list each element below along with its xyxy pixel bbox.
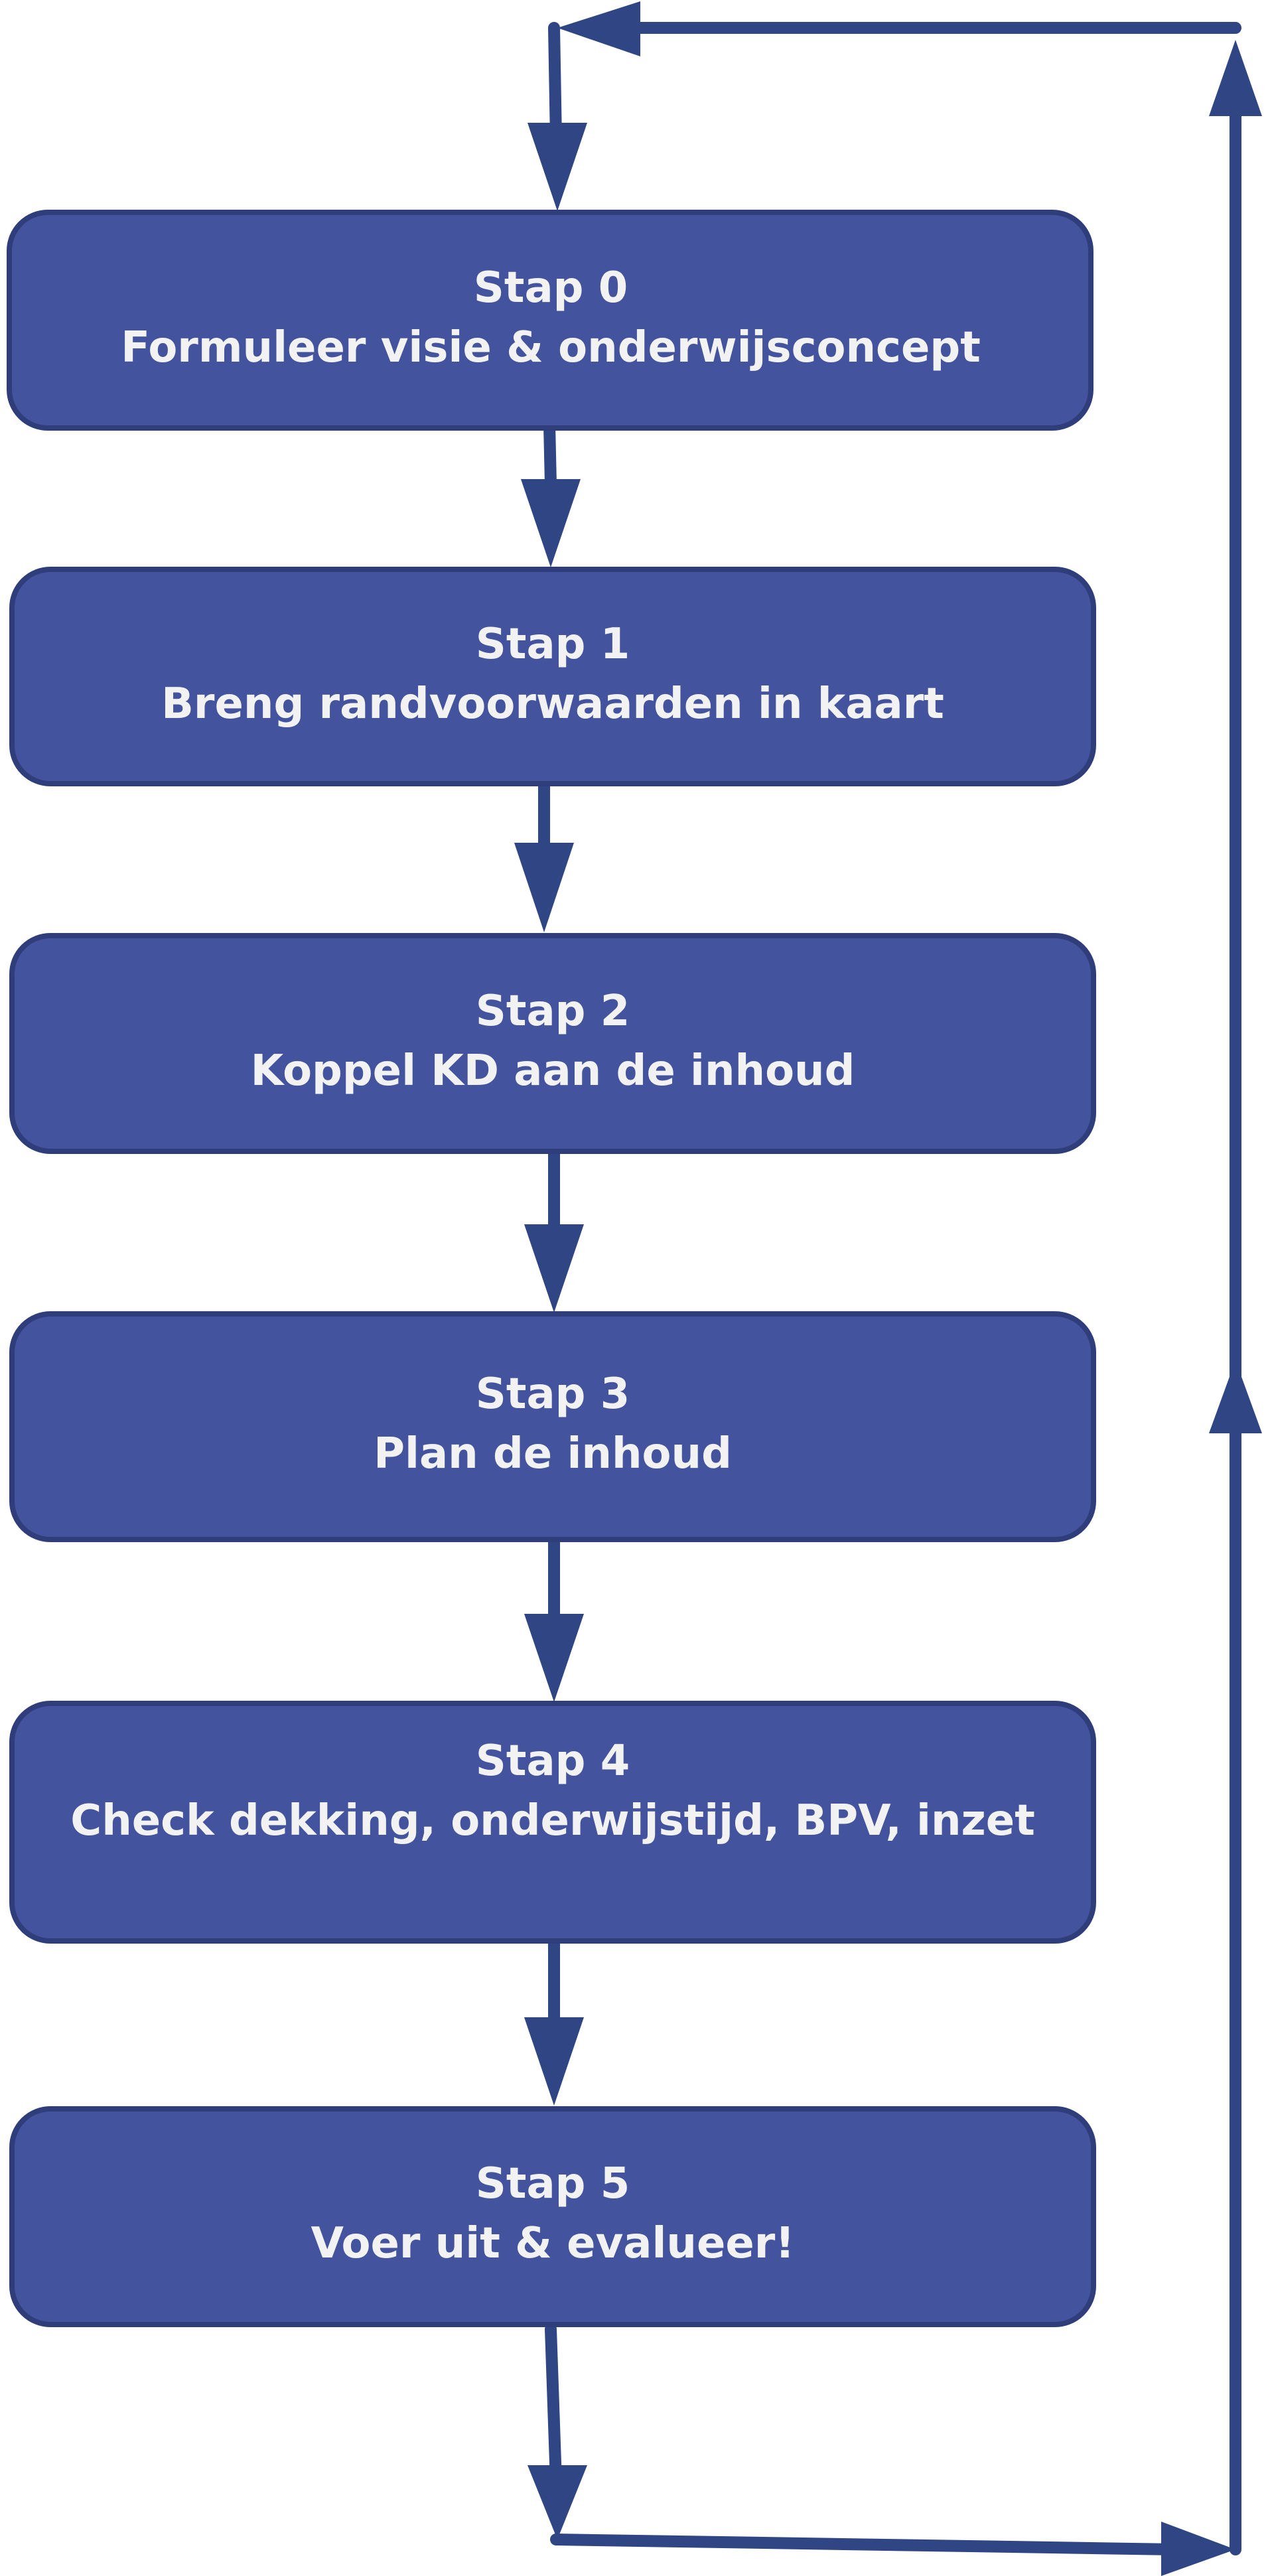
feedback-loop [548,22,1241,2555]
step-connectors [538,419,562,2488]
step-box-4: Stap 4 Check dekking, onderwijstijd, BPV… [9,1701,1096,1944]
step-box-0: Stap 0 Formuleer visie & onderwijsconcep… [7,210,1093,431]
step-box-2: Stap 2 Koppel KD aan de inhoud [9,933,1096,1154]
step-1-label: Breng randvoorwaarden in kaart [161,680,944,729]
connector-0-1 [543,419,557,490]
loop-down-line [548,22,562,145]
arrowhead-into-step-5 [524,2017,584,2106]
connector-5-loop [545,2323,562,2488]
arrowhead-right-upper [1209,1360,1262,1433]
step-0-label: Formuleer visie & onderwijsconcept [121,323,981,372]
arrowhead-to-loop-bottom [528,2465,587,2540]
step-2-label: Koppel KD aan de inhoud [251,1046,855,1096]
step-box-2-shape [9,933,1096,1154]
step-1-number: Stap 1 [476,620,630,669]
arrowhead-into-step-1 [521,479,581,567]
step-box-5-shape [9,2106,1096,2327]
step-5-label: Voer uit & evalueer! [311,2219,794,2268]
arrowhead-right-top [1209,40,1262,116]
step-5-number: Stap 5 [476,2159,630,2208]
step-box-4-shape [9,1701,1096,1944]
step-box-3: Stap 3 Plan de inhoud [9,1311,1096,1542]
step-0-number: Stap 0 [474,263,628,313]
arrowhead-top-left [557,1,640,56]
loop-bottom-line [550,2534,1180,2555]
arrowhead-bottom-right [1161,2522,1235,2576]
step-2-number: Stap 2 [476,987,630,1036]
step-box-5: Stap 5 Voer uit & evalueer! [9,2106,1096,2327]
arrowhead-into-step-2 [514,843,574,932]
step-box-0-shape [7,210,1093,431]
step-3-label: Plan de inhoud [374,1429,732,1478]
arrowhead-into-step-0 [528,123,587,211]
step-4-number: Stap 4 [476,1737,630,1786]
step-3-number: Stap 3 [476,1370,630,1419]
arrowhead-into-step-4 [524,1614,584,1702]
step-box-3-shape [9,1311,1096,1542]
step-4-label: Check dekking, onderwijstijd, BPV, inzet [70,1796,1035,1845]
step-box-1-shape [9,567,1096,786]
step-box-1: Stap 1 Breng randvoorwaarden in kaart [9,567,1096,786]
arrowhead-into-step-3 [524,1224,584,1313]
